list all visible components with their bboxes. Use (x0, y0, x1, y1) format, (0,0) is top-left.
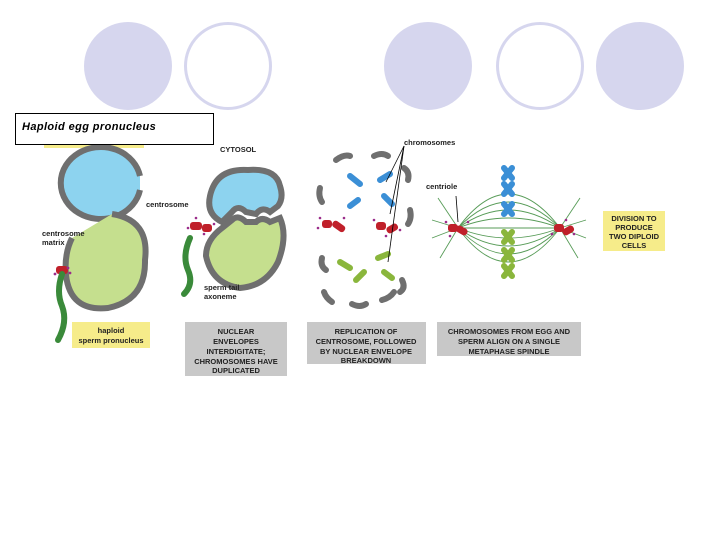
label-chromosomes: chromosomes (404, 138, 455, 147)
egg-pronucleus (57, 144, 143, 222)
label-centrosome-matrix-2: matrix (42, 238, 65, 247)
caption-result-3: TWO DIPLOID (609, 232, 660, 241)
decor-ring-1 (184, 22, 272, 110)
metaphase-chromosomes (501, 165, 515, 279)
caption-sperm-2: sperm pronucleus (78, 336, 143, 345)
caption-step1-2: ENVELOPES (213, 337, 259, 346)
centriole-pointer (455, 195, 459, 223)
caption-step3-3: METAPHASE SPINDLE (468, 347, 549, 356)
label-cytosol: CYTOSOL (220, 145, 257, 154)
sperm-tail (55, 271, 68, 343)
centrosome-pair-1 (186, 216, 216, 236)
caption-step2-1: REPLICATION OF (335, 327, 398, 336)
caption-step3-box (437, 322, 581, 356)
caption-step1-5: DUPLICATED (212, 366, 260, 375)
caption-step1-4: CHROMOSOMES HAVE (194, 357, 278, 366)
decor-ring-2 (496, 22, 584, 110)
caption-sperm-box (72, 322, 150, 348)
caption-result-4: CELLS (622, 241, 647, 250)
spindle-pole-right (550, 218, 576, 236)
centrosome-small (53, 266, 72, 276)
caption-result-1: DIVISION TO (611, 214, 656, 223)
chromosome-pointers (385, 145, 405, 263)
sperm-nucleus-2 (202, 214, 287, 292)
stage-breakdown (316, 151, 414, 309)
centrosome-pair-2b (372, 218, 402, 238)
caption-result-box (603, 211, 665, 251)
sperm-tail-2 (181, 235, 194, 297)
caption-step3-2: SPERM ALIGN ON A SINGLE (458, 337, 560, 346)
caption-sperm-1: haploid (98, 326, 125, 335)
decor-circle-3 (596, 22, 684, 110)
label-centrosome: centrosome (146, 200, 189, 209)
decor-circle-2 (384, 22, 472, 110)
label-centrosome-matrix-1: centrosome (42, 229, 85, 238)
caption-step1-box (185, 322, 287, 376)
caption-result-2: PRODUCE (615, 223, 653, 232)
centrosome-pair-2a (316, 216, 346, 233)
label-centriole: centriole (426, 182, 457, 191)
caption-step3-1: CHROMOSOMES FROM EGG AND (448, 327, 571, 336)
spindle-pole-left (444, 220, 470, 238)
haploid-egg-label: Haploid egg pronucleus (15, 113, 214, 145)
caption-step2-box (307, 322, 426, 364)
sperm-pronucleus-shape (62, 211, 149, 312)
label-sperm-tail-2: axoneme (204, 292, 237, 301)
stage-interdigitate (181, 166, 287, 297)
caption-step2-4: BREAKDOWN (341, 356, 391, 365)
stage-pronuclei (53, 144, 149, 343)
egg-nucleus-2 (206, 166, 285, 226)
label-sperm-tail-1: sperm tail (204, 283, 239, 292)
caption-step2-2: CENTROSOME, FOLLOWED (316, 337, 417, 346)
caption-step2-3: BY NUCLEAR ENVELOPE (320, 347, 412, 356)
caption-step1-1: NUCLEAR (218, 327, 255, 336)
decor-circle-1 (84, 22, 172, 110)
caption-step1-3: INTERDIGITATE; (207, 347, 266, 356)
